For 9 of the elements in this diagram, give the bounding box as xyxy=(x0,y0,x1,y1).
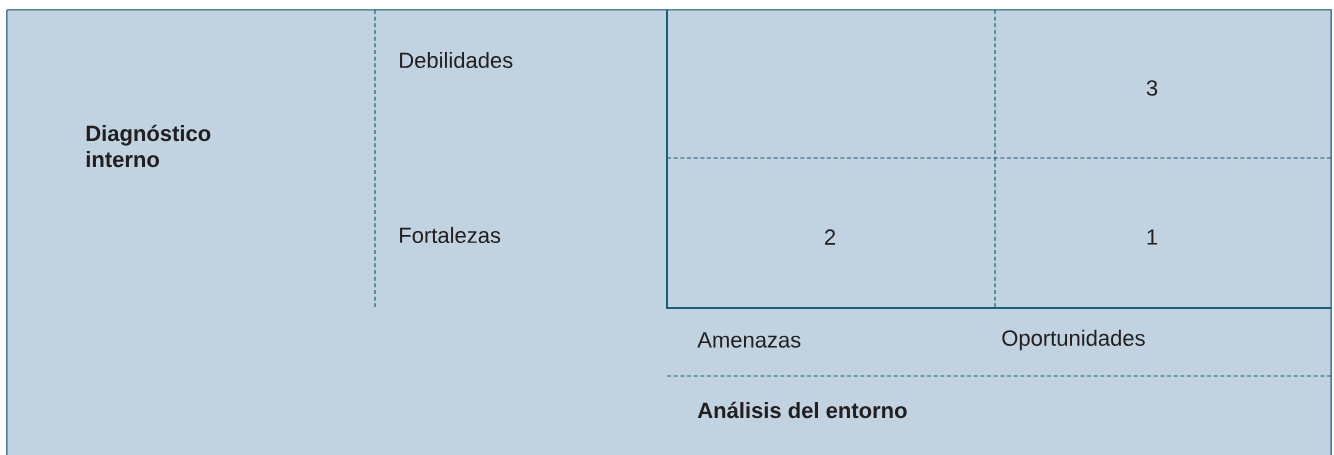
column-label: Amenazas xyxy=(697,332,801,348)
row-label: Debilidades xyxy=(400,51,513,69)
column-label: Oportunidades xyxy=(1002,329,1145,351)
cell-number: 2 xyxy=(825,229,835,245)
cell-number: 3 xyxy=(1146,80,1158,96)
row-label: Fortalezas xyxy=(400,226,501,244)
heading: Análisis del entorno xyxy=(697,401,907,419)
heading: Diagnóstico interno xyxy=(86,124,211,168)
cell-number: 1 xyxy=(1147,229,1158,245)
